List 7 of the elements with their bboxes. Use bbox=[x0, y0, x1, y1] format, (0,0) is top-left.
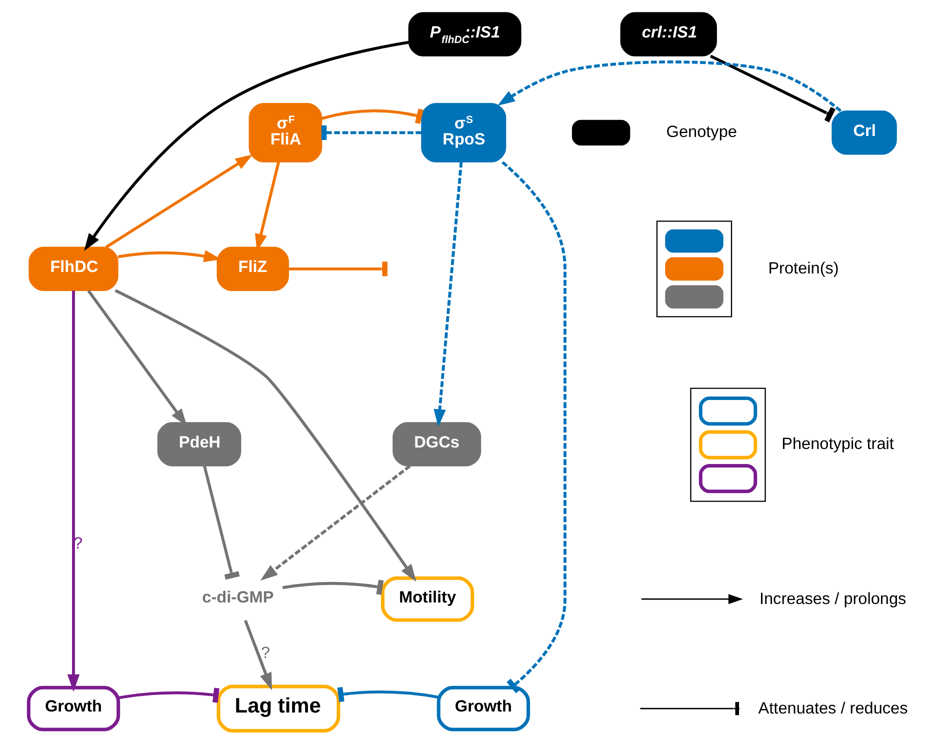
node-text: c-di-GMP bbox=[202, 588, 274, 606]
legend-label: Genotype bbox=[666, 122, 737, 141]
legend-label: Phenotypic trait bbox=[782, 435, 894, 454]
legend-label: Protein(s) bbox=[768, 259, 839, 278]
legend-label: Increases / prolongs bbox=[759, 590, 906, 608]
legend-label: Attenuates / reduces bbox=[758, 699, 908, 718]
edge-label: ? bbox=[261, 644, 270, 662]
